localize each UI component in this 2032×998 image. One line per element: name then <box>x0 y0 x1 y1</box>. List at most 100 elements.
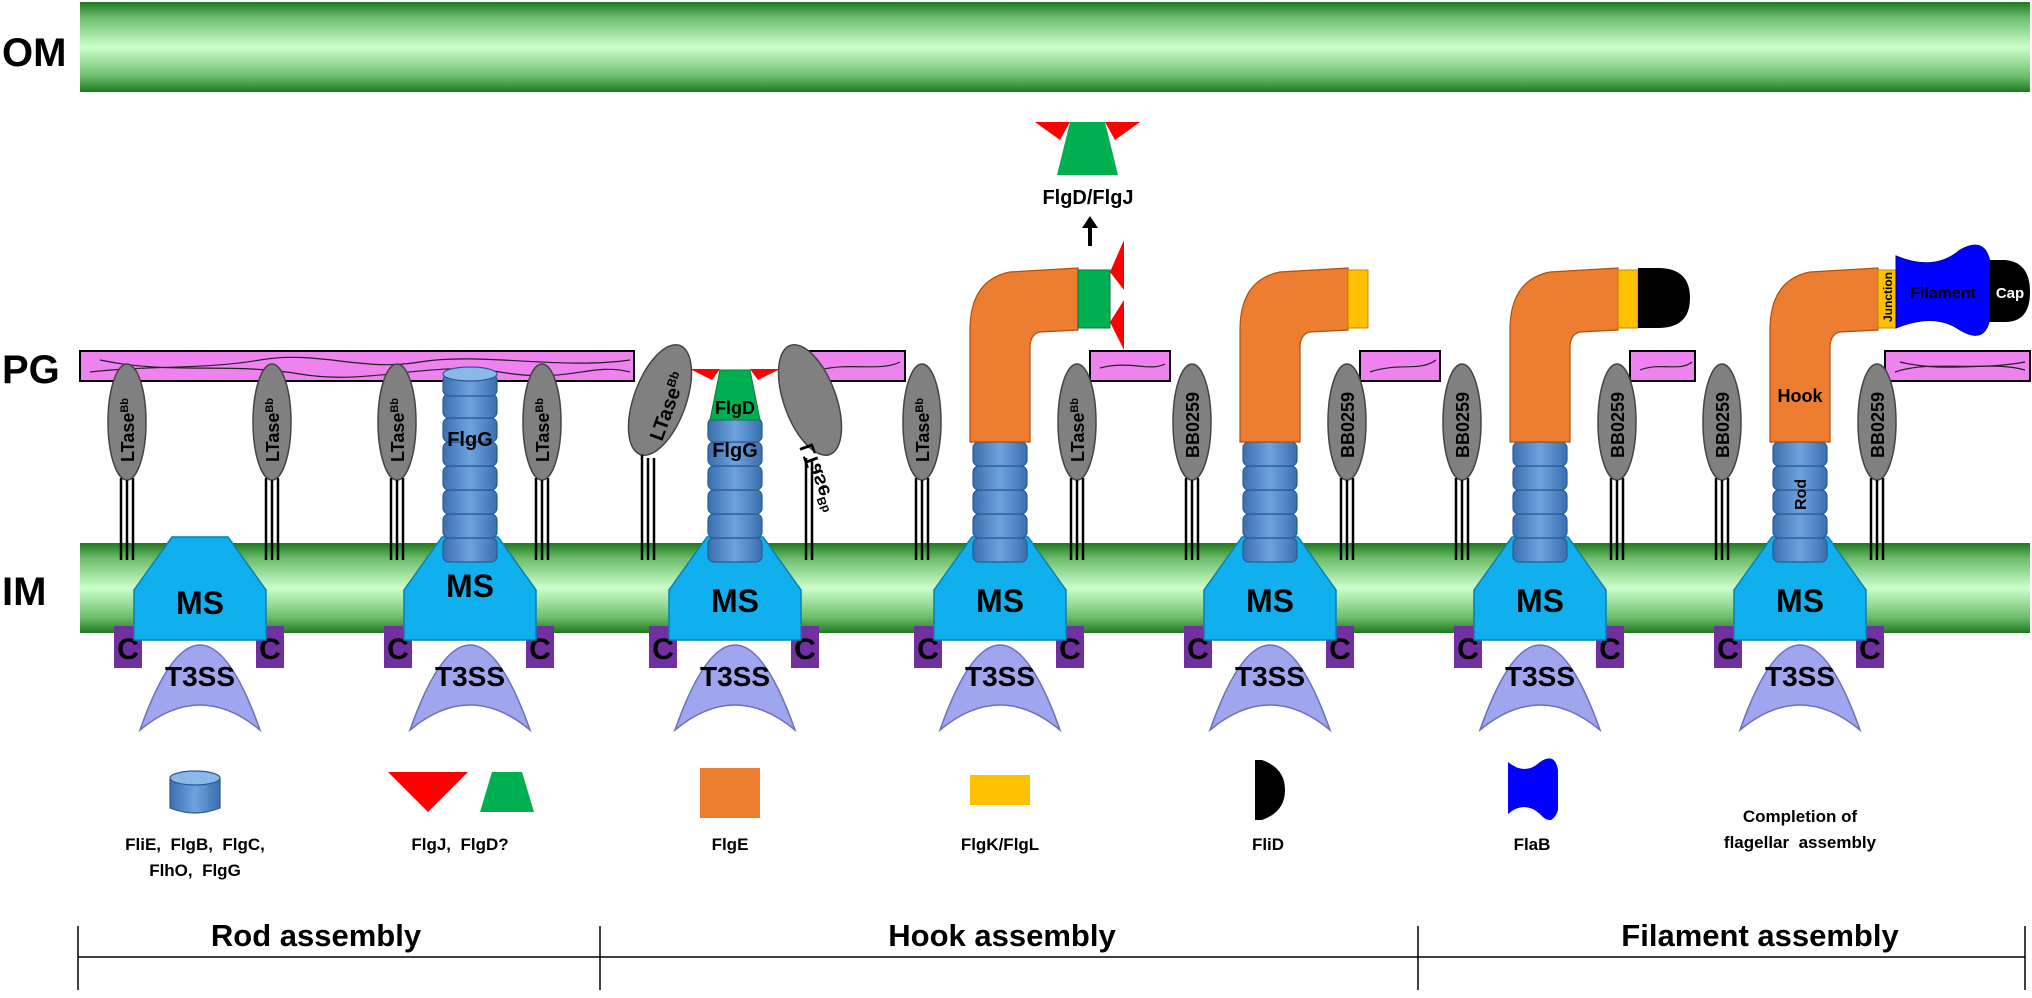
ms-ring-label: MS <box>976 583 1024 619</box>
c-ring-label: C <box>794 633 816 666</box>
c-ring-label: C <box>259 633 281 666</box>
flgd-icon <box>480 772 534 812</box>
membrane-anchor <box>119 478 280 560</box>
legend-text: FliD <box>1252 835 1284 854</box>
stage-1-complex: C C T3SS MS LTaseBb LTaseBb <box>107 363 292 733</box>
ms-ring <box>133 536 267 641</box>
stage-timeline <box>77 926 2026 990</box>
release-arrow <box>1082 216 1098 246</box>
rod <box>1512 441 1568 563</box>
legend-cap-proteins: FlgJ, FlgD? <box>388 772 534 854</box>
flgg-label: FlgG <box>712 440 758 462</box>
flgd-released <box>1057 122 1118 175</box>
c-ring-label: C <box>529 633 551 666</box>
bb0259-label: BB0259 <box>1713 392 1733 458</box>
c-ring-label: C <box>117 633 139 666</box>
c-ring-label: C <box>387 633 409 666</box>
flgj-released <box>1035 122 1070 140</box>
ltase-protein <box>777 344 843 456</box>
c-ring-label: C <box>1599 633 1621 666</box>
legend-hook-protein: FlgE <box>700 768 760 854</box>
t3ss-label: T3SS <box>700 661 770 692</box>
t3ss-label: T3SS <box>1765 661 1835 692</box>
legend-text: FlhO, FlgG <box>149 861 241 880</box>
ms-ring-label: MS <box>1776 583 1824 619</box>
membrane-anchor <box>389 478 550 560</box>
t3ss-label: T3SS <box>435 661 505 692</box>
legend-text: FlaB <box>1514 835 1551 854</box>
flgj-cap <box>750 369 780 380</box>
flgk-flgl-icon <box>970 775 1030 805</box>
legend-filament-protein: FlaB <box>1508 758 1558 854</box>
stage-label-filament: Filament assembly <box>1621 918 1899 953</box>
hook <box>1769 267 1879 443</box>
filament-cap <box>1990 260 2030 322</box>
ltase-label: LTaseBb <box>1068 398 1088 462</box>
cap-label: Cap <box>1996 285 2024 302</box>
stage-label-rod: Rod assembly <box>211 918 422 953</box>
c-ring-label: C <box>917 633 939 666</box>
c-ring-label: C <box>1717 633 1739 666</box>
legend-text: FlgE <box>712 835 749 854</box>
ltase-label: LTaseBb <box>533 398 553 462</box>
flgj-cap <box>690 369 720 380</box>
legend-text: FlgK/FlgL <box>961 835 1039 854</box>
flgj-icon <box>388 772 468 812</box>
c-ring-label: C <box>1059 633 1081 666</box>
junction-label: Junction <box>1881 272 1895 322</box>
bb0259-label: BB0259 <box>1453 392 1473 458</box>
membrane-anchor <box>1454 478 1625 560</box>
flgd-label: FlgD <box>715 398 755 418</box>
stage-label-hook: Hook assembly <box>888 918 1116 953</box>
legend-text: FlgJ, FlgD? <box>411 835 508 854</box>
ms-ring-label: MS <box>446 568 494 604</box>
pg-segment <box>1089 350 1171 382</box>
label-peptidoglycan: PG <box>2 348 60 392</box>
t3ss-label: T3SS <box>165 661 235 692</box>
t3ss <box>673 644 797 733</box>
flab-icon <box>1508 758 1558 821</box>
ms-ring <box>1473 536 1607 641</box>
bb0259-label: BB0259 <box>1183 392 1203 458</box>
flgg-label: FlgG <box>447 429 493 451</box>
rod <box>707 417 763 563</box>
outer-membrane <box>80 2 2030 92</box>
junction <box>1347 269 1369 329</box>
flgd-cap <box>709 369 761 421</box>
label-inner-membrane: IM <box>2 570 46 614</box>
t3ss <box>138 644 262 733</box>
label-outer-membrane: OM <box>2 31 66 75</box>
flgj-cap <box>1110 300 1124 350</box>
hook <box>1509 267 1619 443</box>
flgj-released <box>1105 122 1140 140</box>
ms-ring <box>933 536 1067 641</box>
stage-6-complex: C C T3SS MS BB0259 BB0259 <box>1442 267 1690 733</box>
ms-ring-label: MS <box>176 585 224 621</box>
legend-junction-proteins: FlgK/FlgL <box>961 775 1039 854</box>
ltase-label: LTaseBb <box>388 398 408 462</box>
rod-label: Rod <box>1793 479 1810 510</box>
stage-5-complex: C C T3SS MS BB0259 BB0259 <box>1172 267 1369 733</box>
bb0259-label: BB0259 <box>1338 392 1358 458</box>
legend-text: FliE, FlgB, FlgC, <box>125 835 265 854</box>
stage-3-complex: C C T3SS MS FlgG FlgD LTaseBb LTaseBb <box>627 344 843 733</box>
t3ss <box>938 644 1062 733</box>
flgd-cap <box>1077 269 1111 329</box>
t3ss-label: T3SS <box>1505 661 1575 692</box>
t3ss-label: T3SS <box>1235 661 1305 692</box>
membrane-anchor <box>1714 478 1885 560</box>
membrane-anchor <box>914 478 1085 560</box>
rod <box>442 366 498 563</box>
legend-completion: Completion of flagellar assembly <box>1724 807 1877 852</box>
flge-icon <box>700 768 760 818</box>
rod-segment-icon <box>169 777 221 814</box>
legend-text: Completion of <box>1743 807 1858 826</box>
ms-ring <box>403 536 537 641</box>
released-cap-label: FlgD/FlgJ <box>1042 187 1133 209</box>
ltase-label: LTaseBb <box>118 398 138 462</box>
membrane-anchor <box>1184 478 1355 560</box>
stage-4-complex: C C T3SS MS LTaseBb LTaseBb FlgD/FlgJ <box>902 122 1140 733</box>
t3ss-label: T3SS <box>965 661 1035 692</box>
bb0259-label: BB0259 <box>1608 392 1628 458</box>
